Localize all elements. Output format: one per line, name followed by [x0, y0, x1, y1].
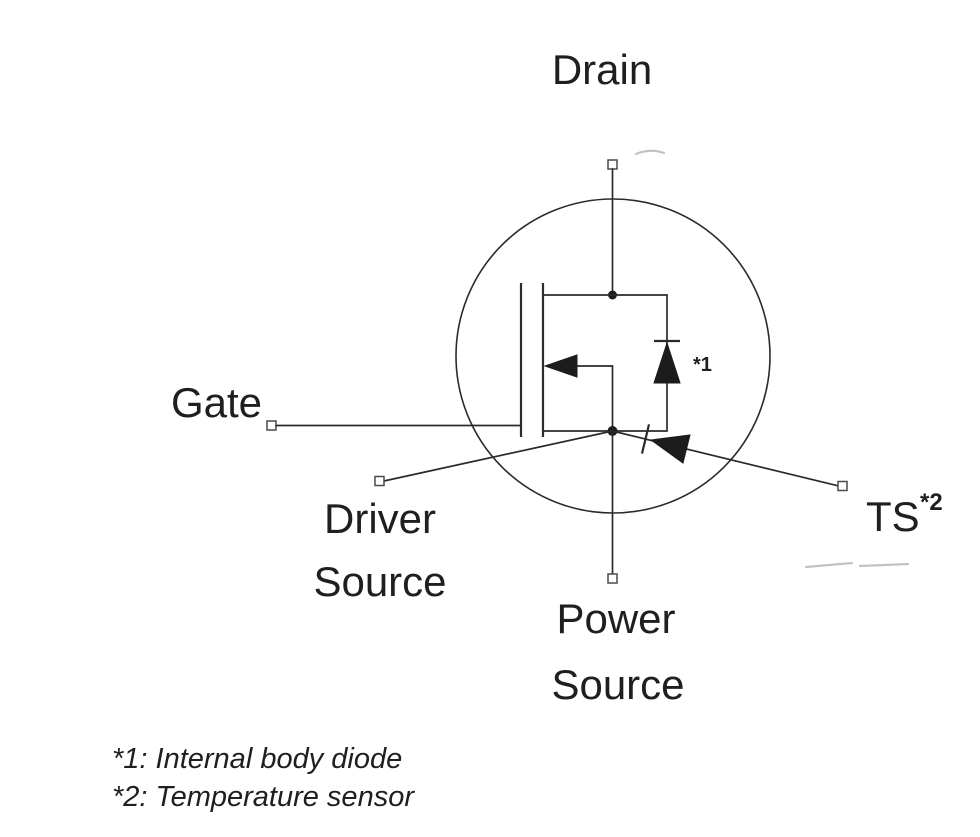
gate-terminal-pad [266, 420, 277, 431]
smudge-mark-top [634, 149, 666, 156]
body-diode-branch [611, 294, 681, 432]
smudge-mark-right-2 [858, 562, 910, 568]
body-diode-icon [653, 341, 681, 384]
power-source-label-line1: Power [556, 595, 675, 642]
driver-source-terminal-pad [374, 475, 385, 487]
mosfet-symbol [519, 283, 614, 437]
mosfet-body-arrow-icon [543, 354, 578, 378]
footnote-temperature-sensor: *2: Temperature sensor [112, 781, 415, 813]
driver-source-label-line1: Driver [324, 495, 436, 542]
driver-source-label-line2: Source [313, 558, 446, 605]
drain-terminal-pad [607, 159, 618, 170]
drain-label: Drain [552, 46, 652, 93]
ts-diode-icon [649, 434, 691, 464]
ts-terminal-pad [837, 480, 848, 492]
body-diode-marker: *1 [693, 354, 712, 376]
temperature-sensor-branch [611, 424, 848, 492]
ts-superscript: *2 [920, 489, 943, 516]
footnote-internal-body-diode: *1: Internal body diode [112, 743, 402, 775]
ts-diode-cathode-bar [640, 424, 651, 454]
gate-label: Gate [171, 379, 262, 426]
power-source-terminal-pad [607, 573, 618, 584]
power-source-label-line2: Source [551, 661, 684, 708]
ts-wire [611, 430, 839, 487]
ts-label: TS [866, 493, 920, 540]
driver-source-wire [383, 430, 614, 482]
smudge-mark-right-1 [804, 561, 854, 569]
